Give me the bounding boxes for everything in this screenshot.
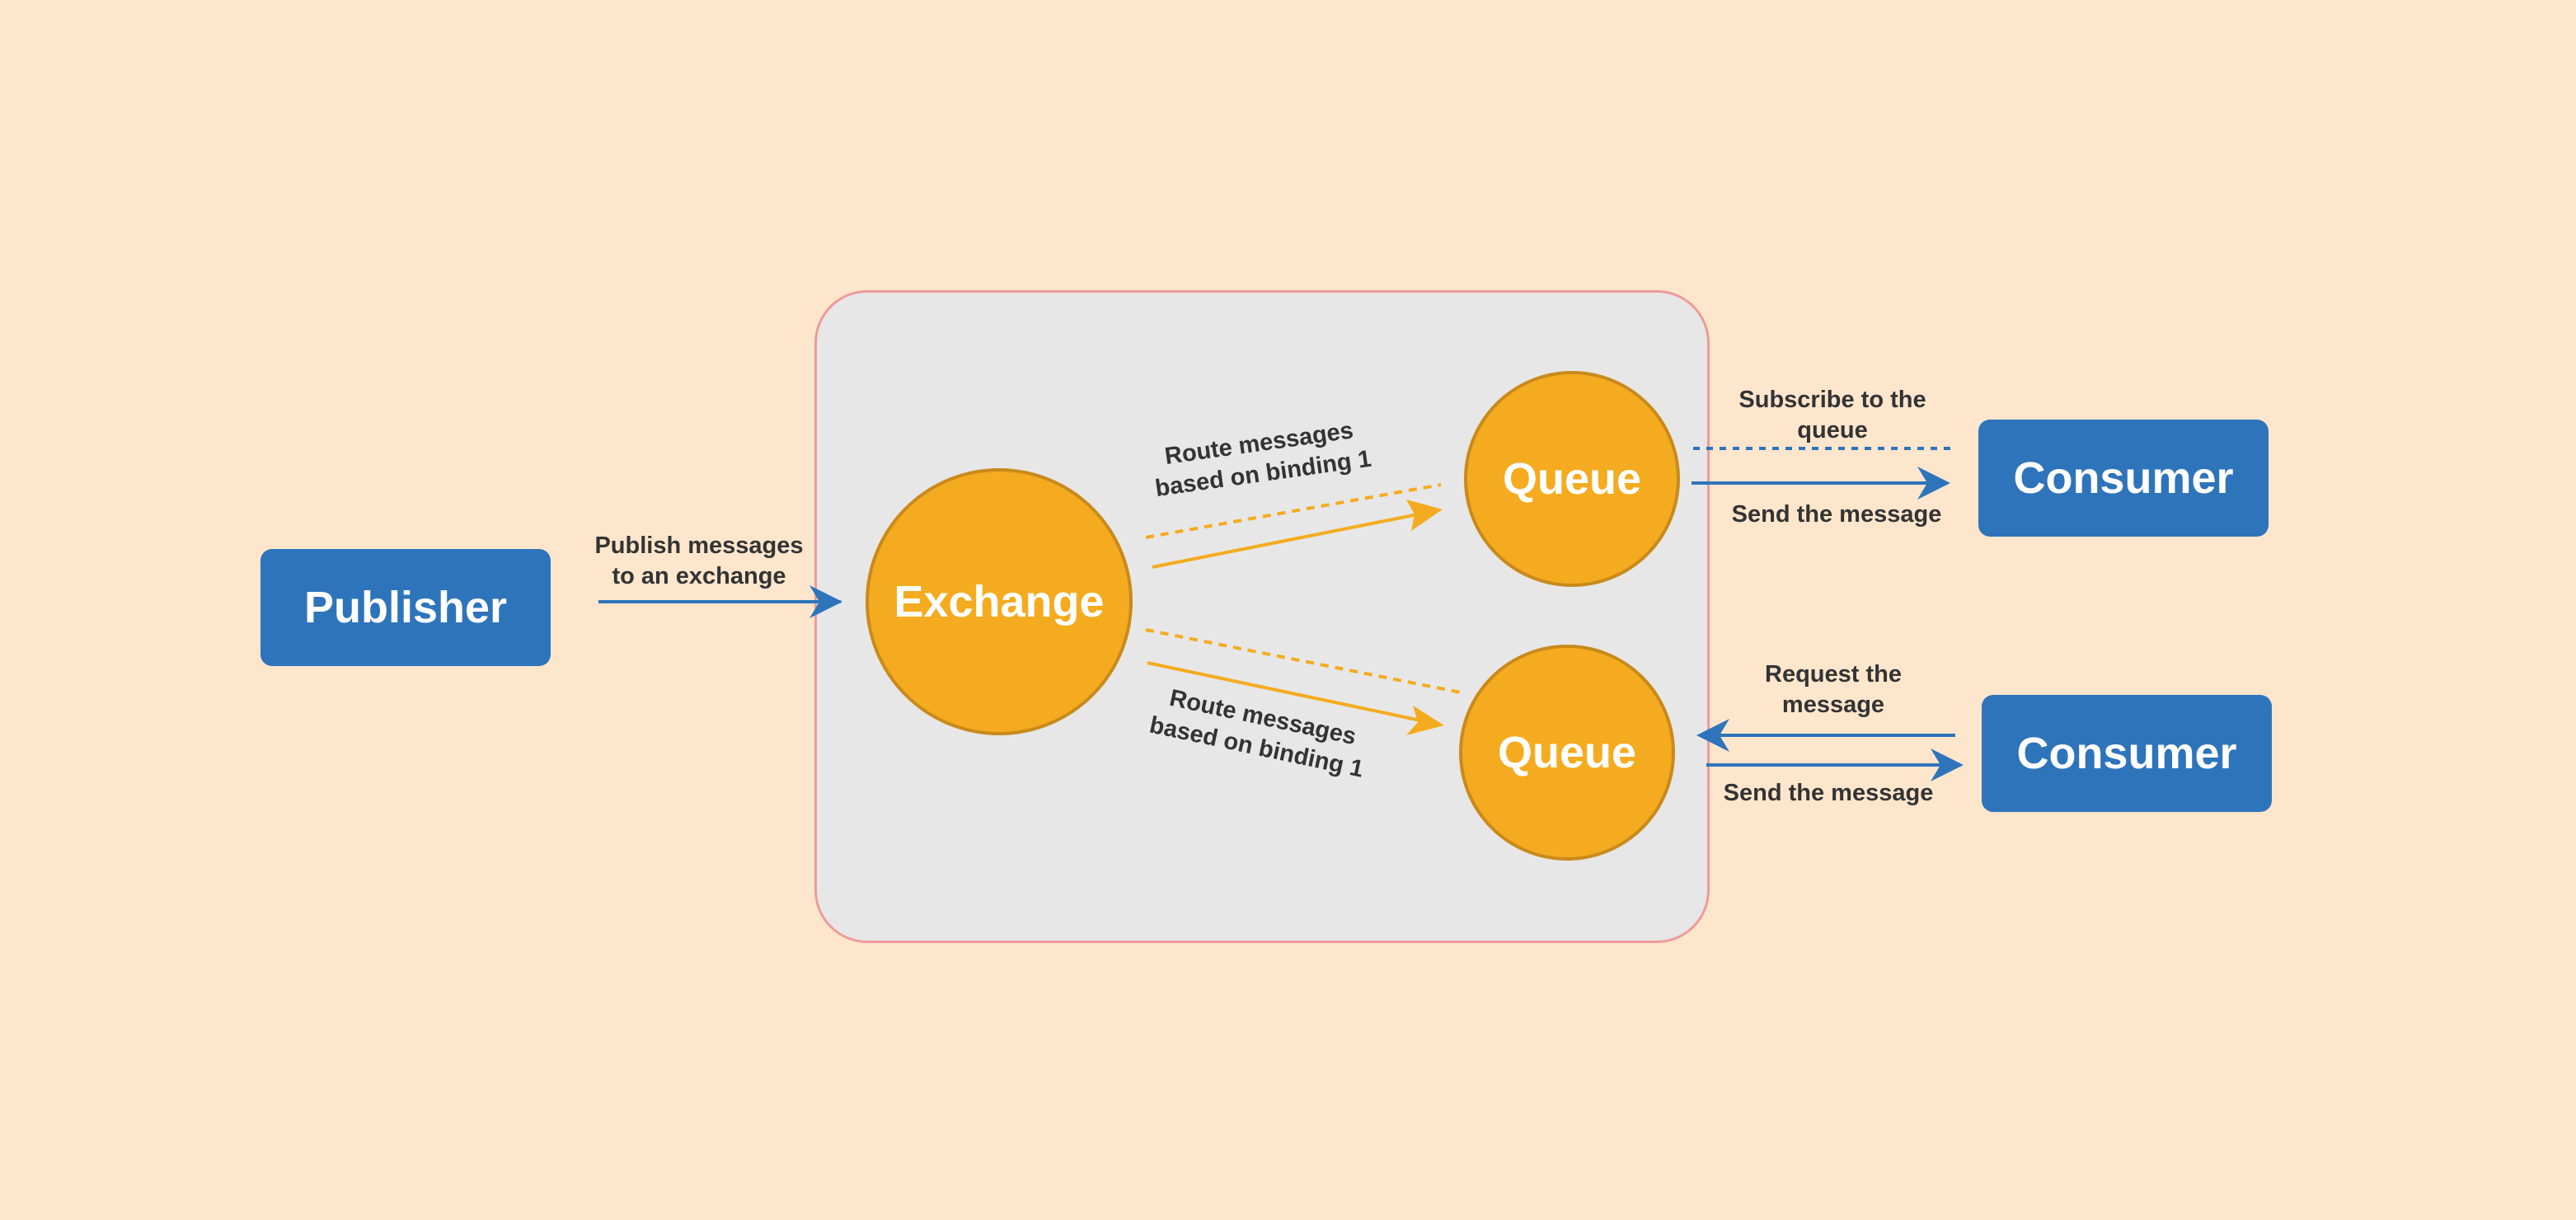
request-label-line-1: Request the [1765, 661, 1902, 687]
publisher-node[interactable]: Publisher [260, 549, 551, 666]
queue-top-node[interactable]: Queue [1464, 371, 1680, 587]
subscribe-label: Subscribe to the queue [1723, 385, 1942, 446]
request-label: Request the message [1736, 659, 1931, 720]
route-top-dotted-line [1145, 483, 1442, 539]
publish-label-line-2: to an exchange [612, 563, 786, 589]
send-bottom-label: Send the message [1723, 780, 1934, 806]
exchange-node[interactable]: Exchange [866, 468, 1133, 735]
send-top-label: Send the message [1731, 501, 1942, 528]
consumer-top-node[interactable]: Consumer [1978, 420, 2269, 537]
subscribe-label-line-2: queue [1797, 417, 1868, 443]
publish-arrow [598, 585, 842, 618]
send-bottom-arrow [1706, 748, 1964, 781]
route-top-arrow [1152, 500, 1443, 569]
send-top-arrow [1692, 467, 1950, 500]
request-arrow [1696, 719, 1955, 752]
request-label-line-2: message [1781, 692, 1885, 718]
route-bottom-arrow [1147, 661, 1444, 735]
queue-bottom-node[interactable]: Queue [1459, 645, 1675, 861]
consumer-bottom-node[interactable]: Consumer [1982, 695, 2272, 812]
publish-label-line-1: Publish messages [594, 533, 804, 559]
publish-label: Publish messages to an exchange [587, 531, 811, 592]
subscribe-label-line-1: Subscribe to the [1738, 387, 1926, 413]
route-bottom-dotted-line [1145, 628, 1462, 694]
